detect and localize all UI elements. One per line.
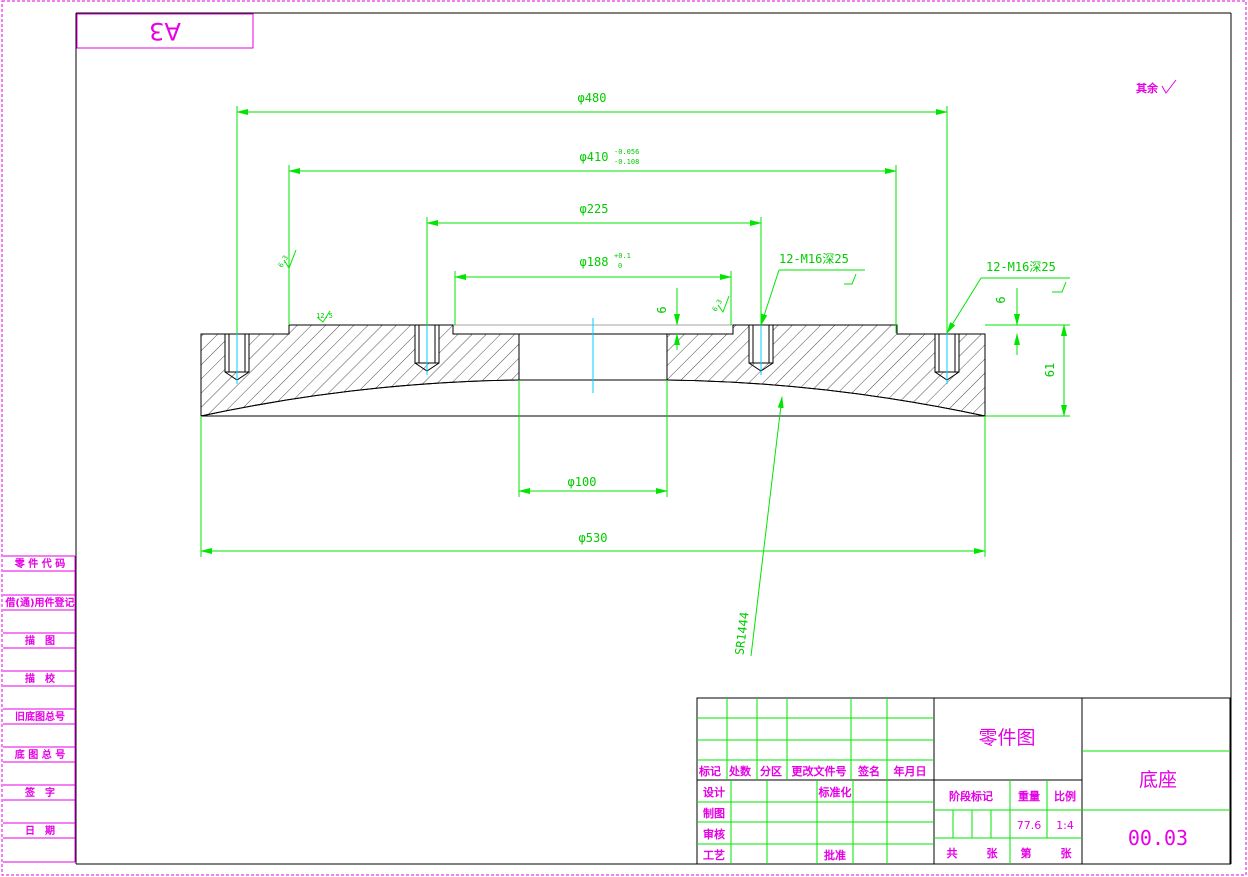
side-table: 零 件 代 码 借(通)用件登记 描 图 描 校 旧底图总号 底 图 总 号 签… [3, 555, 76, 863]
sheet-num-label: 第 [1021, 846, 1032, 860]
scale-label: 比例 [1054, 789, 1076, 803]
dim-sr1444: SR1444 [732, 611, 751, 656]
label-approve: 批准 [824, 848, 846, 862]
part-section [200, 318, 986, 417]
dim-188-tol-lower: 0 [618, 262, 622, 270]
dim-410-tol-lower: -0.108 [614, 158, 639, 166]
rev-header-1: 处数 [728, 764, 752, 778]
dim-480: φ480 [578, 91, 607, 105]
label-review: 审核 [703, 827, 725, 841]
side-row-7: 日 期 [25, 824, 55, 837]
dimensions: φ480 φ410 -0.056 -0.108 φ225 φ188 +0.1 0… [200, 91, 1070, 657]
surface-note-text: 其余 [1136, 81, 1159, 95]
title-block: 标记 处数 分区 更改文件号 签名 年月日 设计 制图 审核 工艺 标准化 批准… [696, 697, 1231, 865]
threaded-hole-2 [414, 321, 440, 375]
countersink-symbol-icon [844, 273, 857, 285]
dim-6a: 6 [655, 306, 669, 313]
countersink-symbol-icon [1052, 281, 1067, 293]
thread-callout-right: 12-M16深25 [986, 260, 1056, 274]
rev-header-4: 签名 [857, 764, 880, 778]
sheets-label: 张 [987, 846, 999, 860]
roughness-symbol-icon: 6.3 [711, 295, 730, 314]
dim-225: φ225 [580, 202, 609, 216]
sheet-num-unit: 张 [1061, 846, 1073, 860]
roughness-b: 12.5 [316, 312, 333, 320]
roughness-symbol-icon [1161, 79, 1177, 94]
dim-188: φ188 [580, 255, 609, 269]
side-row-4: 旧底图总号 [15, 710, 65, 723]
rev-header-3: 更改文件号 [792, 764, 847, 778]
rev-header-2: 分区 [760, 764, 782, 778]
dim-6b: 6 [994, 296, 1008, 303]
dim-530: φ530 [579, 531, 608, 545]
dim-100: φ100 [568, 475, 597, 489]
drawing-type: 零件图 [978, 727, 1035, 749]
label-standard: 标准化 [818, 785, 852, 799]
weight-value: 77.6 [1017, 819, 1042, 832]
side-row-5: 底 图 总 号 [15, 748, 65, 761]
threaded-hole-1 [224, 330, 250, 384]
drawing-number: 00.03 [1128, 826, 1188, 850]
label-process: 工艺 [703, 848, 725, 862]
roughness-symbol-icon: 12.5 [316, 310, 333, 323]
dim-410-tol-upper: -0.056 [614, 148, 639, 156]
dim-61: 61 [1043, 363, 1057, 377]
format-label: A3 [149, 17, 181, 45]
dim-188-tol-upper: +0.1 [614, 252, 631, 260]
total-label: 共 [947, 846, 958, 860]
weight-label: 重量 [1018, 789, 1040, 803]
rev-header-0: 标记 [698, 764, 721, 778]
stage-label: 阶段标记 [949, 789, 993, 803]
rev-header-5: 年月日 [894, 764, 927, 778]
side-row-2: 描 图 [25, 634, 55, 647]
label-drawing: 制图 [703, 806, 725, 820]
surface-note: 其余 [1136, 79, 1177, 95]
side-row-3: 描 校 [25, 672, 56, 685]
scale-value: 1:4 [1056, 819, 1074, 832]
side-row-1: 借(通)用件登记 [4, 596, 74, 609]
side-row-0: 零 件 代 码 [14, 557, 65, 570]
label-design: 设计 [703, 785, 725, 799]
dim-410: φ410 [580, 150, 609, 164]
side-row-6: 签 字 [24, 786, 55, 799]
roughness-symbol-icon: 6.3 [277, 249, 297, 270]
format-box: A3 [76, 13, 254, 49]
threaded-hole-3 [748, 321, 774, 375]
thread-callout-left: 12-M16深25 [779, 252, 849, 266]
part-name: 底座 [1139, 769, 1177, 791]
threaded-hole-4 [934, 330, 960, 384]
